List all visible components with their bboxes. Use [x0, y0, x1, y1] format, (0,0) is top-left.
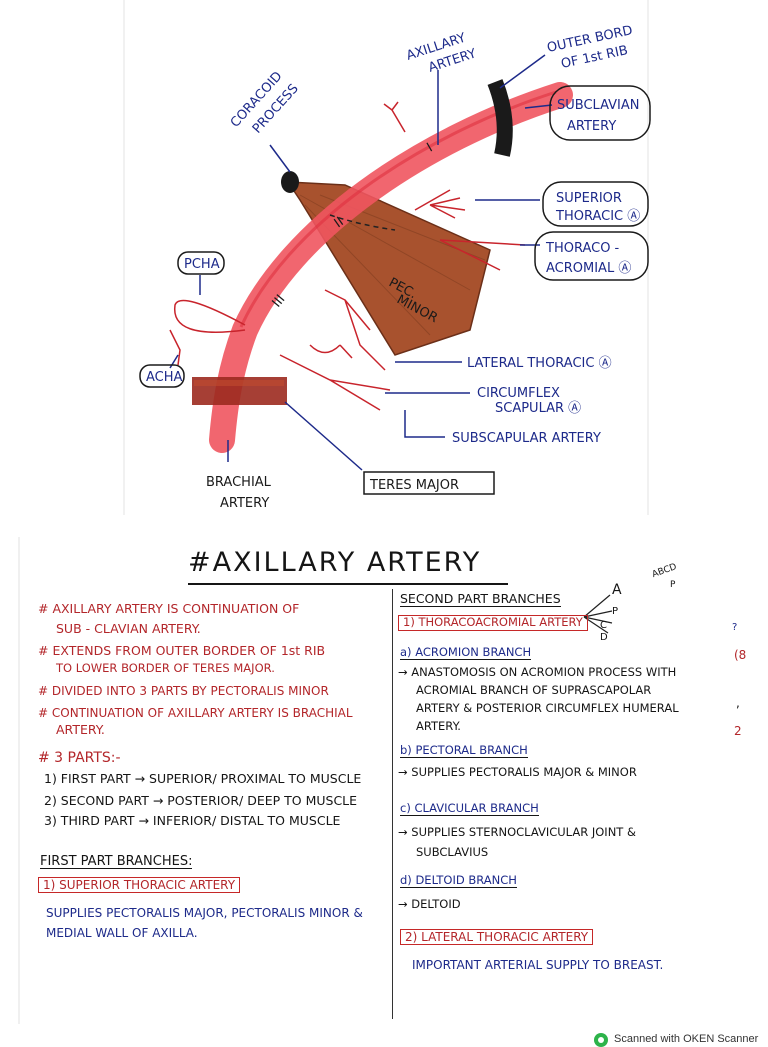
- first-rib: [487, 79, 513, 157]
- d-heading: d) DELTOID BRANCH: [400, 873, 517, 888]
- acha-label: ACHA: [146, 370, 183, 385]
- subclavian-label-1: SUBCLAVIAN: [557, 98, 639, 113]
- diagram-page: AXILLARY ARTERY OUTER BORD OF 1st RIB CO…: [0, 0, 768, 515]
- branch-2: 2) LATERAL THORACIC ARTERY: [400, 929, 594, 945]
- subscapular-branch: [279, 354, 391, 411]
- scanner-logo-icon: [594, 1033, 608, 1047]
- circumflex-label-2: SCAPULAR Ⓐ: [495, 401, 581, 416]
- label-arrows: [169, 54, 553, 471]
- thoracoacromial-outline: [534, 231, 649, 281]
- label-outlines: [139, 85, 651, 495]
- teres-major-outline: [363, 471, 495, 495]
- fan-c: C: [600, 620, 607, 631]
- title-underline: [188, 583, 508, 585]
- c-line-2: SUBCLAVIUS: [416, 845, 489, 859]
- fan-p: P: [612, 606, 619, 617]
- notes-title: #AXILLARY ARTERY: [188, 547, 482, 578]
- edge-mark-3: ,: [736, 696, 740, 710]
- abcd-note: ABCD: [650, 561, 679, 581]
- teres-major-highlight: [194, 380, 284, 386]
- a-line-3: ARTERY & POSTERIOR CIRCUMFLEX HUMERAL: [416, 701, 679, 715]
- scanner-watermark: Scanned with OKEN Scanner: [614, 1033, 759, 1045]
- thoracoacromial-label-2: ACROMIAL Ⓐ: [546, 261, 631, 276]
- coracoid-process: [281, 171, 299, 193]
- c-heading: c) CLAVICULAR BRANCH: [400, 801, 539, 816]
- b-line: → SUPPLIES PECTORALIS MAJOR & MINOR: [398, 765, 637, 779]
- part-1: 1) FIRST PART → SUPERIOR/ PROXIMAL TO MU…: [44, 771, 362, 786]
- part-one-label: I: [425, 141, 436, 156]
- left-line-2: SUB - CLAVIAN ARTERY.: [56, 621, 201, 636]
- brachial-label-1: BRACHIAL: [206, 475, 272, 490]
- fan-a: A: [612, 582, 622, 598]
- supplies-line-2: MEDIAL WALL OF AXILLA.: [46, 926, 198, 940]
- pcha-outline: [177, 251, 225, 275]
- superior-thoracic-label-2: THORACIC Ⓐ: [555, 209, 640, 224]
- arrow-outer-border: [499, 54, 546, 89]
- arrow-coracoid: [269, 144, 291, 173]
- left-line-7: ARTERY.: [56, 722, 105, 737]
- arrow-acha: [169, 354, 179, 369]
- small-branch: [309, 344, 353, 359]
- abcd-p-note: P: [670, 580, 676, 590]
- arrow-teres-major: [284, 401, 363, 471]
- thoracoacromial-branches: [439, 239, 526, 271]
- column-divider: [392, 589, 393, 1019]
- part-3: 3) THIRD PART → INFERIOR/ DISTAL TO MUSC…: [44, 813, 341, 828]
- branch-top: [383, 101, 406, 133]
- pcha-label: PCHA: [184, 257, 220, 272]
- a-line-2: ACROMIAL BRANCH OF SUPRASCAPOLAR: [416, 683, 652, 697]
- acha-branch: [169, 329, 181, 366]
- scanner-bar: Scanned with OKEN Scanner: [0, 515, 768, 1047]
- arrow-subclavian: [524, 104, 553, 109]
- first-branches-heading: FIRST PART BRANCHES:: [40, 854, 193, 869]
- brachial-label-2: ARTERY: [220, 496, 269, 511]
- left-line-3: # EXTENDS FROM OUTER BORDER OF 1st RIB: [38, 643, 326, 658]
- second-branches-heading: SECOND PART BRANCHES: [400, 591, 561, 607]
- a-line-4: ARTERY.: [416, 719, 461, 733]
- edge-mark-1: ?: [732, 622, 738, 633]
- artery-branches: [169, 101, 526, 411]
- notes-page: #AXILLARY ARTERY # AXILLARY ARTERY IS CO…: [18, 537, 752, 1024]
- edge-mark-2: (8: [734, 648, 747, 662]
- circumflex-humeral-loop: [174, 299, 246, 333]
- thoracoacromial-label-1: THORACO -: [545, 241, 620, 256]
- branch-fan: [583, 594, 613, 634]
- fan-d: D: [600, 632, 608, 643]
- supplies-line-1: SUPPLIES PECTORALIS MAJOR, PECTORALIS MI…: [46, 906, 363, 920]
- a-line-1: → ANASTOMOSIS ON ACROMION PROCESS WITH: [398, 665, 677, 679]
- lateral-thoracic-branch: [324, 289, 386, 371]
- branch-2-line: IMPORTANT ARTERIAL SUPPLY TO BREAST.: [412, 958, 664, 972]
- edge-mark-4: 2: [734, 724, 742, 738]
- teres-major-label: TERES MAJOR: [369, 478, 459, 493]
- first-branch-1: 1) SUPERIOR THORACIC ARTERY: [38, 877, 241, 893]
- parts-heading: # 3 PARTS:-: [38, 750, 121, 766]
- left-line-4: TO LOWER BORDER OF TERES MAJOR.: [56, 661, 275, 675]
- d-line: → DELTOID: [398, 897, 461, 911]
- arrow-subscapular: [404, 410, 445, 438]
- c-line-1: → SUPPLIES STERNOCLAVICULAR JOINT &: [398, 825, 636, 839]
- left-line-5: # DIVIDED INTO 3 PARTS BY PECTORALIS MIN…: [38, 684, 329, 698]
- subclavian-label-2: ARTERY: [567, 119, 616, 134]
- b-heading: b) PECTORAL BRANCH: [400, 743, 528, 758]
- part-2: 2) SECOND PART → POSTERIOR/ DEEP TO MUSC…: [44, 793, 358, 808]
- axillary-artery-diagram: AXILLARY ARTERY OUTER BORD OF 1st RIB CO…: [123, 0, 651, 515]
- superior-thoracic-label-1: SUPERIOR: [556, 191, 622, 206]
- left-line-6: # CONTINUATION OF AXILLARY ARTERY IS BRA…: [38, 706, 353, 720]
- a-heading: a) ACROMION BRANCH: [400, 645, 532, 660]
- acha-outline: [139, 364, 185, 388]
- left-line-1: # AXILLARY ARTERY IS CONTINUATION OF: [38, 601, 300, 616]
- superior-thoracic-outline: [542, 181, 649, 227]
- lateral-thoracic-label: LATERAL THORACIC Ⓐ: [467, 356, 612, 371]
- circumflex-label-1: CIRCUMFLEX: [477, 386, 560, 401]
- subscapular-label: SUBSCAPULAR ARTERY: [452, 431, 601, 446]
- branch-1: 1) THORACOACROMIAL ARTERY: [398, 615, 588, 631]
- superior-thoracic-branches: [414, 189, 466, 219]
- pec-minor-muscle: [286, 181, 491, 356]
- subclavian-outline: [549, 85, 651, 141]
